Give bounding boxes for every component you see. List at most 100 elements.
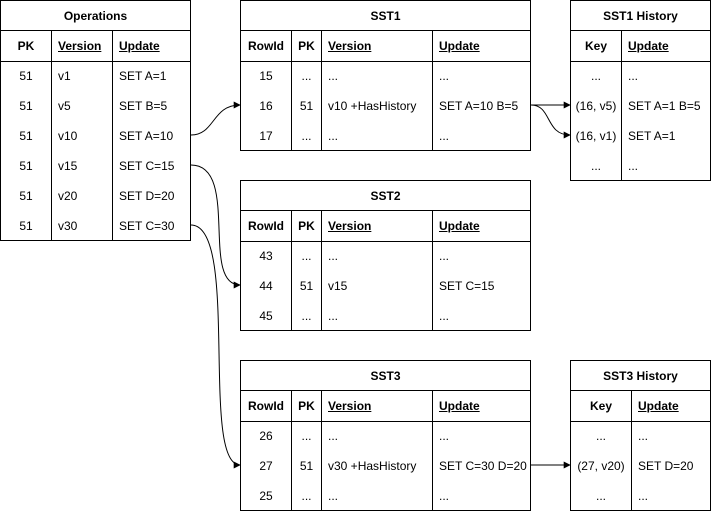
table-cell: 44 (259, 279, 273, 293)
column-header-update: Update (638, 399, 679, 413)
header-divider (241, 421, 530, 422)
sst1-history-table: SST1 History Key Update ... ... (16, v5)… (570, 0, 711, 181)
column-header-update: Update (439, 39, 480, 53)
column-header-rowid: RowId (248, 399, 284, 413)
column-header-key: Key (589, 399, 612, 413)
column-divider (321, 31, 322, 150)
sst1-title: SST1 (241, 1, 530, 31)
table-cell: SET A=1 (119, 69, 167, 83)
column-header-pk: PK (298, 219, 315, 233)
column-divider (51, 31, 52, 240)
sst3-table: SST3 RowId PK Version Update 26 ... ... … (240, 360, 531, 511)
operations-table: Operations PK Version Update 51 v1 SET A… (0, 0, 191, 241)
table-cell: 51 (299, 459, 314, 473)
column-divider (621, 31, 622, 180)
column-divider (321, 211, 322, 330)
table-cell: (16, v5) (575, 99, 617, 113)
connector-sst1-to-history-v1 (530, 104, 571, 139)
table-cell: ... (595, 489, 606, 503)
column-divider (291, 391, 292, 510)
column-divider (321, 391, 322, 510)
column-header-update: Update (439, 219, 480, 233)
table-cell: ... (328, 69, 339, 83)
table-cell: 26 (259, 429, 273, 443)
sst2-table: SST2 RowId PK Version Update 43 ... ... … (240, 180, 531, 331)
table-cell: ... (301, 309, 312, 323)
table-cell: SET A=1 B=5 (628, 99, 701, 113)
column-header-update: Update (628, 39, 669, 53)
column-divider (432, 391, 433, 510)
table-cell: v30 (58, 219, 78, 233)
column-header-key: Key (584, 39, 607, 53)
table-cell: ... (439, 429, 450, 443)
table-cell: v1 (58, 69, 71, 83)
connector-v10-to-sst1 (190, 101, 241, 136)
table-cell: SET D=20 (119, 189, 175, 203)
table-cell: ... (301, 429, 312, 443)
sst3-history-title: SST3 History (571, 361, 710, 391)
table-cell: ... (328, 429, 339, 443)
column-divider (432, 31, 433, 150)
table-cell: ... (590, 69, 601, 83)
table-cell: ... (628, 159, 639, 173)
sst1-history-title: SST1 History (571, 1, 710, 31)
table-cell: 51 (19, 129, 33, 143)
table-cell: ... (590, 159, 601, 173)
table-cell: 27 (259, 459, 273, 473)
column-header-pk: PK (298, 39, 315, 53)
header-divider (571, 61, 710, 62)
column-divider (112, 31, 113, 240)
table-cell: ... (328, 309, 339, 323)
column-header-version: Version (328, 219, 372, 233)
table-cell: v30 +HasHistory (328, 459, 417, 473)
table-cell: v15 (328, 279, 348, 293)
table-cell: SET C=30 D=20 (439, 459, 527, 473)
table-cell: SET A=10 (119, 129, 174, 143)
column-header-version: Version (58, 39, 102, 53)
table-cell: ... (328, 129, 339, 143)
table-cell: SET C=30 (119, 219, 175, 233)
column-header-version: Version (328, 39, 372, 53)
column-header-version: Version (328, 399, 372, 413)
table-cell: 15 (259, 69, 273, 83)
table-cell: ... (328, 489, 339, 503)
column-header-update: Update (119, 39, 160, 53)
table-cell: 17 (259, 129, 273, 143)
column-divider (631, 391, 632, 510)
table-cell: v10 +HasHistory (328, 99, 417, 113)
table-cell: v10 (58, 129, 78, 143)
header-divider (241, 61, 530, 62)
column-header-rowid: RowId (248, 219, 284, 233)
table-cell: SET C=15 (439, 279, 495, 293)
table-cell: 16 (259, 99, 273, 113)
table-cell: 51 (299, 99, 314, 113)
operations-title: Operations (1, 1, 190, 31)
column-header-update: Update (439, 399, 480, 413)
sst3-history-table: SST3 History Key Update ... ... (27, v20… (570, 360, 711, 511)
column-divider (291, 31, 292, 150)
table-cell: SET D=20 (638, 459, 694, 473)
sst2-title: SST2 (241, 181, 530, 211)
table-cell: (27, v20) (577, 459, 625, 473)
sst3-title: SST3 (241, 361, 530, 391)
column-header-pk: PK (17, 39, 35, 53)
table-cell: 43 (259, 249, 273, 263)
column-header-pk: PK (298, 399, 315, 413)
connector-v30-to-sst3 (190, 224, 241, 469)
sst1-table: SST1 RowId PK Version Update 15 ... ... … (240, 0, 531, 151)
table-cell: ... (439, 249, 450, 263)
table-cell: ... (301, 249, 312, 263)
header-divider (571, 421, 710, 422)
table-cell: v15 (58, 159, 78, 173)
table-cell: ... (439, 489, 450, 503)
table-cell: ... (638, 489, 649, 503)
table-cell: 51 (299, 279, 314, 293)
table-cell: ... (439, 129, 450, 143)
connector-v15-to-sst2 (190, 164, 241, 289)
table-cell: 51 (19, 219, 33, 233)
table-cell: ... (301, 129, 312, 143)
header-divider (1, 61, 190, 62)
table-cell: (16, v1) (575, 129, 617, 143)
table-cell: 45 (259, 309, 273, 323)
table-cell: ... (638, 429, 649, 443)
